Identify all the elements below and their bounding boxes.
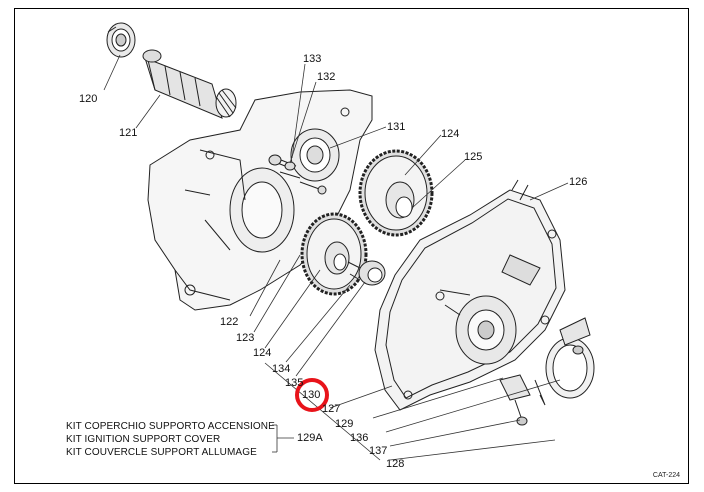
gear-124-upper-drawing bbox=[358, 149, 434, 237]
kit-label-english: KIT IGNITION SUPPORT COVER bbox=[66, 434, 221, 445]
crankcase-drawing bbox=[147, 89, 373, 311]
diagram-frame bbox=[14, 8, 689, 484]
kit-label-french: KIT COUVERCLE SUPPORT ALLUMAGE bbox=[66, 447, 257, 458]
part-label-134[interactable]: 134 bbox=[272, 363, 291, 375]
bearing-120-drawing bbox=[106, 22, 136, 58]
part-label-130[interactable]: 130 bbox=[302, 389, 321, 401]
seal-136-drawing bbox=[545, 337, 595, 399]
part-label-121[interactable]: 121 bbox=[119, 127, 138, 139]
part-label-128[interactable]: 128 bbox=[386, 458, 405, 470]
part-label-124-upper[interactable]: 124 bbox=[441, 128, 460, 140]
catalog-code: CAT-224 bbox=[652, 472, 680, 479]
part-label-129a[interactable]: 129A bbox=[297, 432, 323, 444]
part-label-129[interactable]: 129 bbox=[335, 418, 354, 430]
bushing-134-135-drawing bbox=[347, 260, 386, 286]
part-label-132[interactable]: 132 bbox=[317, 71, 336, 83]
part-label-126[interactable]: 126 bbox=[569, 176, 588, 188]
shaft-121-drawing bbox=[142, 49, 237, 119]
part-label-133[interactable]: 133 bbox=[303, 53, 322, 65]
part-label-124-lower[interactable]: 124 bbox=[253, 347, 272, 359]
part-label-125[interactable]: 125 bbox=[464, 151, 483, 163]
part-label-123[interactable]: 123 bbox=[236, 332, 255, 344]
highlight-circle-130 bbox=[295, 378, 329, 412]
part-label-135[interactable]: 135 bbox=[285, 377, 304, 389]
part-label-136[interactable]: 136 bbox=[350, 432, 369, 444]
part-label-127[interactable]: 127 bbox=[322, 403, 341, 415]
part-label-120[interactable]: 120 bbox=[79, 93, 98, 105]
bracket-137-drawing bbox=[499, 317, 591, 426]
part-label-122[interactable]: 122 bbox=[220, 316, 239, 328]
part-label-137[interactable]: 137 bbox=[369, 445, 388, 457]
kit-label-italian: KIT COPERCHIO SUPPORTO ACCENSIONE bbox=[66, 421, 275, 432]
part-label-131[interactable]: 131 bbox=[387, 121, 406, 133]
leader-lines bbox=[103, 54, 569, 461]
cover-126-drawing bbox=[374, 179, 566, 411]
